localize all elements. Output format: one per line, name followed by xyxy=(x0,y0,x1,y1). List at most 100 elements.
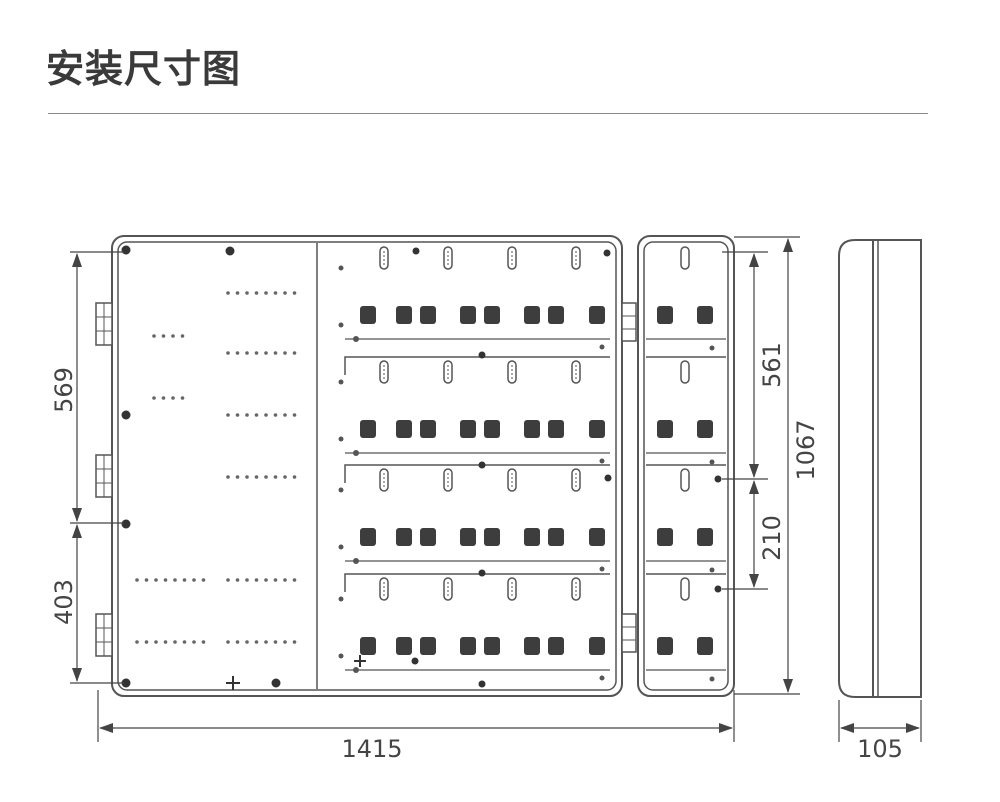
terminal-dot xyxy=(254,351,259,355)
screw xyxy=(338,544,344,550)
screw xyxy=(709,459,715,465)
side-cabinet xyxy=(637,235,735,697)
breaker-slot xyxy=(443,577,453,601)
terminal-dot xyxy=(273,578,278,582)
terminal-dot xyxy=(192,640,196,644)
mounting-hole xyxy=(714,585,722,593)
terminal-dot xyxy=(292,291,297,295)
breaker-slot xyxy=(680,468,690,492)
screw xyxy=(353,558,359,564)
breaker-slot xyxy=(571,360,581,384)
breaker-slot xyxy=(507,577,517,601)
terminal-dot xyxy=(144,640,149,644)
side-view xyxy=(838,239,922,698)
terminal-dot xyxy=(154,578,158,582)
terminal-dot xyxy=(264,475,268,479)
terminal-dot xyxy=(283,351,287,355)
mounting-hole xyxy=(714,475,722,483)
terminal-block xyxy=(396,420,412,438)
terminal-block xyxy=(484,420,500,438)
terminal-dot xyxy=(235,413,240,417)
screw xyxy=(599,344,605,350)
terminal-dot xyxy=(154,640,158,644)
dimension-210: 210 xyxy=(758,515,786,561)
terminal-dot xyxy=(264,640,268,644)
terminal-dot xyxy=(226,640,230,644)
terminal-dot xyxy=(292,640,297,644)
terminal-block xyxy=(657,420,673,438)
terminal-dot xyxy=(226,578,230,582)
screw xyxy=(338,322,344,328)
terminal-dot xyxy=(161,334,166,338)
terminal-block xyxy=(589,420,605,438)
terminal-dot xyxy=(235,640,240,644)
terminal-block xyxy=(524,528,540,546)
mounting-hole xyxy=(121,519,131,529)
terminal-block xyxy=(460,528,476,546)
breaker-slot xyxy=(571,246,581,270)
terminal-dot xyxy=(182,640,187,644)
terminal-dot xyxy=(264,291,268,295)
terminal-block xyxy=(460,306,476,324)
title-divider xyxy=(48,113,928,114)
terminal-dot xyxy=(135,640,139,644)
terminal-block xyxy=(697,637,713,655)
terminal-block xyxy=(589,306,605,324)
dimension-403: 403 xyxy=(50,579,78,625)
mounting-hole xyxy=(121,678,131,688)
hinge xyxy=(621,613,637,653)
breaker-slot xyxy=(379,246,389,270)
terminal-block xyxy=(697,528,713,546)
terminal-dot xyxy=(283,475,287,479)
breaker-slot xyxy=(507,360,517,384)
terminal-block xyxy=(548,528,564,546)
terminal-dot xyxy=(264,351,268,355)
mounting-hole xyxy=(478,569,486,577)
terminal-dot xyxy=(273,413,278,417)
screw xyxy=(353,450,359,456)
screw xyxy=(338,596,344,602)
terminal-dot xyxy=(254,640,259,644)
row-bracket xyxy=(344,464,610,483)
terminal-block xyxy=(548,306,564,324)
breaker-slot xyxy=(443,360,453,384)
screw xyxy=(353,336,359,342)
terminal-block xyxy=(548,637,564,655)
mounting-hole xyxy=(603,249,611,257)
terminal-dot xyxy=(192,578,196,582)
terminal-block xyxy=(360,306,376,324)
terminal-dot xyxy=(273,640,278,644)
hinge-left-group xyxy=(95,302,637,657)
terminal-dot xyxy=(226,475,230,479)
terminal-block xyxy=(420,637,436,655)
screw xyxy=(599,675,605,681)
main-enclosure xyxy=(111,235,623,697)
screw xyxy=(709,676,715,682)
breaker-slot xyxy=(680,246,690,270)
terminal-dot xyxy=(292,351,297,355)
terminal-dot xyxy=(264,413,268,417)
dimension-1067: 1067 xyxy=(792,419,820,480)
terminal-block xyxy=(360,637,376,655)
terminal-block xyxy=(657,528,673,546)
terminal-dot xyxy=(245,640,249,644)
breaker-slot xyxy=(680,360,690,384)
terminal-dot xyxy=(254,291,259,295)
terminal-block xyxy=(524,637,540,655)
terminal-dot xyxy=(283,640,287,644)
screw xyxy=(338,436,344,442)
terminal-dot xyxy=(292,578,297,582)
terminal-dot xyxy=(235,351,240,355)
row-bracket xyxy=(344,356,610,375)
breaker-slot xyxy=(443,468,453,492)
breaker-slot xyxy=(507,468,517,492)
terminal-dot xyxy=(283,578,287,582)
mounting-hole xyxy=(225,246,235,256)
terminal-dot xyxy=(171,396,175,400)
screw xyxy=(353,667,359,673)
screw xyxy=(599,458,605,464)
terminal-dot xyxy=(182,578,187,582)
terminal-dot xyxy=(254,578,259,582)
mounting-hole xyxy=(121,410,131,420)
terminal-block xyxy=(697,306,713,324)
